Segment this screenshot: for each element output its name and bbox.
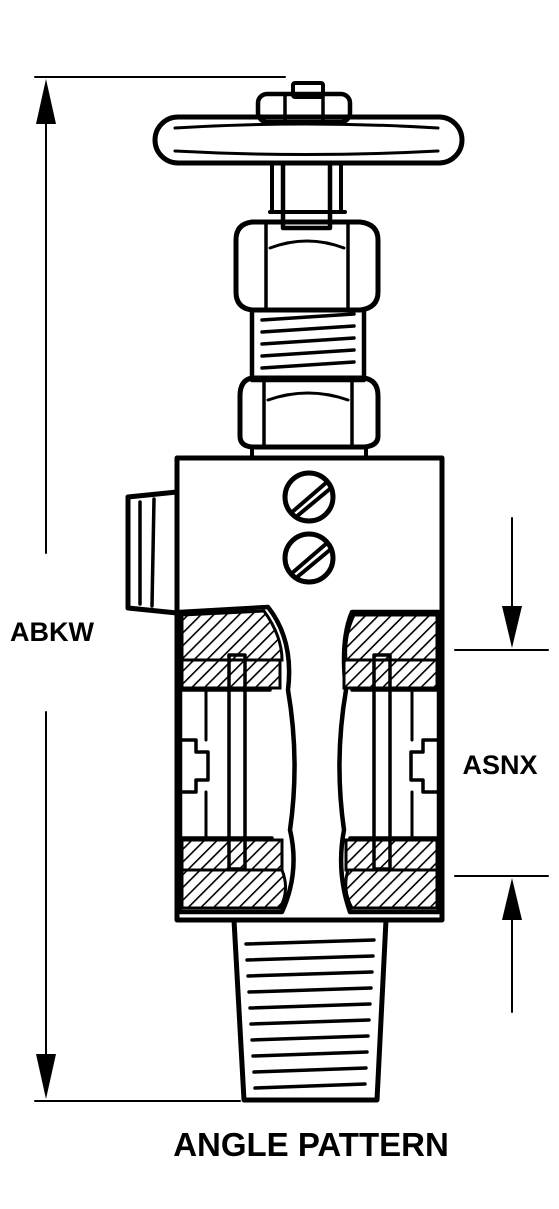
- arrowhead-down: [36, 1054, 56, 1099]
- section-height-label: ASNX: [462, 750, 537, 780]
- handwheel: [152, 114, 465, 166]
- overall-height-dimension: [34, 76, 286, 1102]
- inlet-thread: [231, 917, 389, 1103]
- side-port: [125, 489, 180, 616]
- arrowhead-down: [502, 606, 522, 648]
- stem: [268, 160, 347, 231]
- packing-nut: [233, 219, 381, 313]
- overall-height-label: ABKW: [10, 617, 94, 647]
- bonnet-nut: [237, 375, 381, 460]
- bonnet-thread: [249, 307, 367, 383]
- diagram-caption: ANGLE PATTERN: [173, 1126, 449, 1163]
- right-cutaway: [337, 609, 442, 915]
- arrowhead-up: [502, 878, 522, 920]
- section-height-dimension: [454, 517, 549, 1013]
- left-cutaway: [177, 604, 297, 915]
- arrowhead-up: [36, 79, 56, 124]
- lower-screw: [282, 531, 336, 585]
- upper-screw: [282, 470, 336, 524]
- valve: [125, 81, 465, 1103]
